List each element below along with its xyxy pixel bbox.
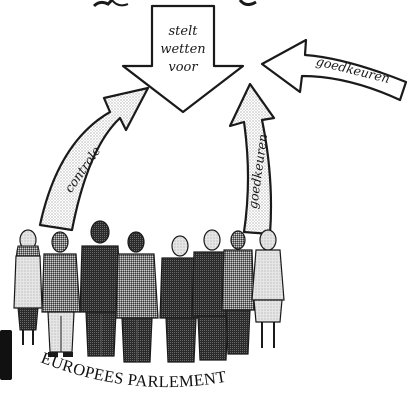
center-arrow-line-3: voor xyxy=(168,60,198,75)
person-icon xyxy=(41,231,81,357)
person-icon xyxy=(221,230,255,355)
person-icon xyxy=(159,235,203,363)
person-icon xyxy=(251,229,285,348)
center-arrow-line-1: stelt xyxy=(169,24,199,39)
top-right-fragment xyxy=(238,0,257,7)
top-left-fragment xyxy=(92,0,114,8)
center-down-arrow xyxy=(121,4,245,114)
top-right-arrow xyxy=(260,38,408,102)
person-icon xyxy=(13,229,43,345)
person-icon xyxy=(115,231,159,363)
top-left-fragment-2 xyxy=(111,0,129,7)
parliament-members-group xyxy=(13,220,285,363)
center-arrow-line-2: wetten xyxy=(160,42,205,57)
left-curved-arrow xyxy=(38,86,150,232)
right-curved-arrow xyxy=(228,82,276,236)
person-icon xyxy=(79,220,123,357)
corner-tab xyxy=(0,330,12,380)
